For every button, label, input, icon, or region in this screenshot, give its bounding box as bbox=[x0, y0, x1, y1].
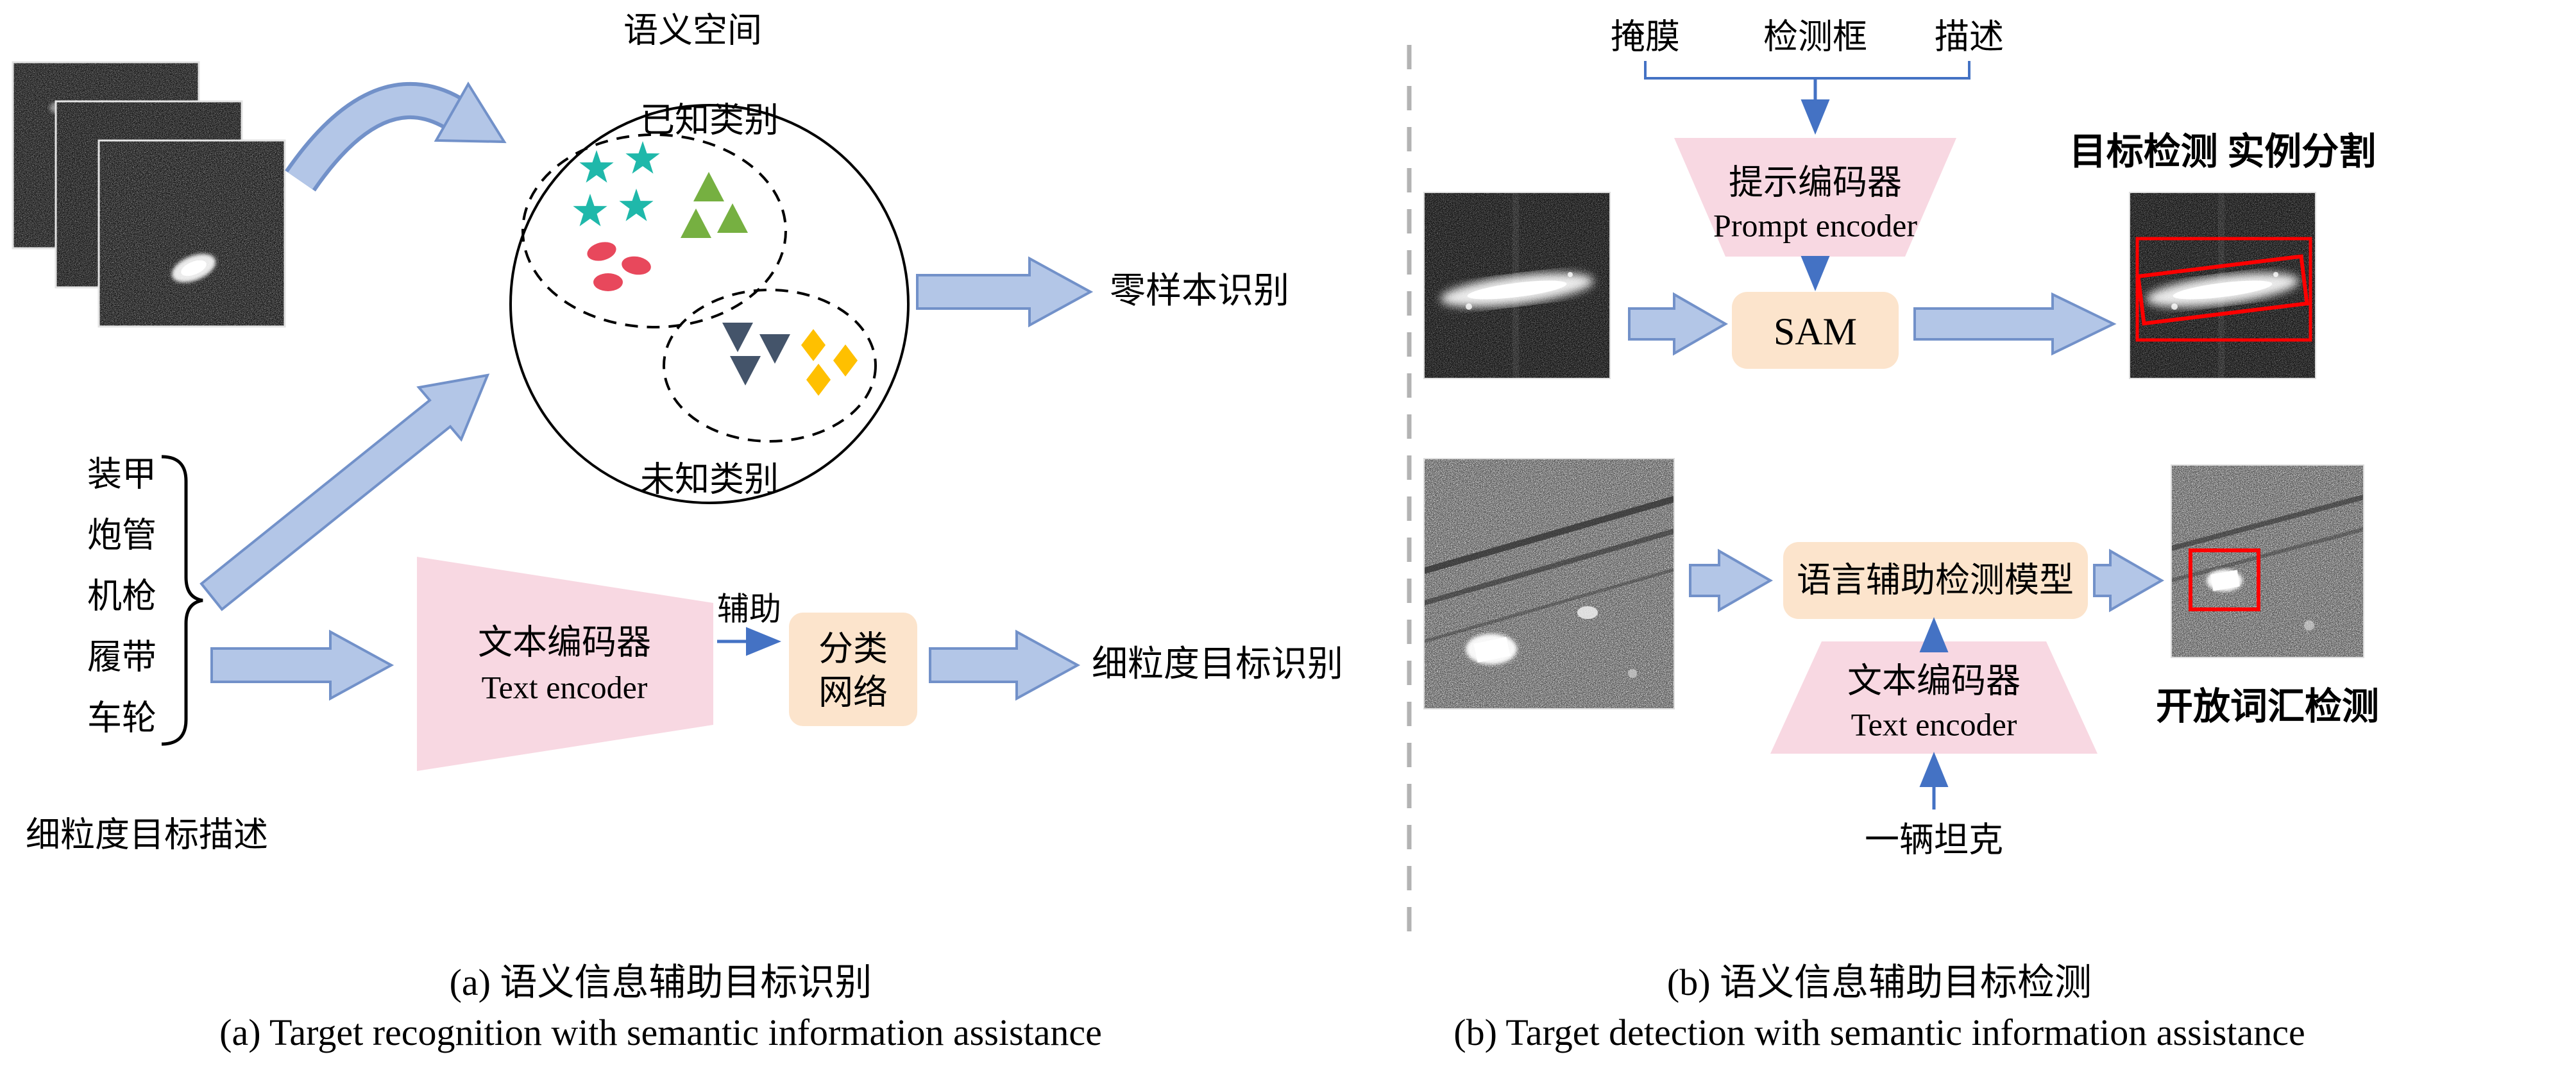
sar-image-ship-border bbox=[1423, 192, 1611, 379]
sar-image-stack bbox=[12, 61, 286, 328]
result-image-open-vocab-border bbox=[2171, 464, 2364, 658]
prompt-encoder-label-en: Prompt encoder bbox=[1713, 207, 1917, 244]
keyword-item: 履带 bbox=[87, 638, 157, 677]
prompt-encoder-shape bbox=[1674, 138, 1956, 257]
arrow-keywords-to-encoder bbox=[210, 629, 394, 701]
unknown-class-cluster bbox=[663, 289, 877, 443]
fine-grained-desc-label: 细粒度目标描述 bbox=[26, 815, 268, 854]
caption-a-en: (a) Target recognition with semantic inf… bbox=[219, 1012, 1102, 1054]
language-detector-label: 语言辅助检测模型 bbox=[1797, 561, 2074, 600]
detection-result-title: 目标检测 实例分割 bbox=[2069, 131, 2377, 173]
arrow-detector-to-result bbox=[2093, 548, 2165, 613]
text-encoder-b-label-zh: 文本编码器 bbox=[1847, 661, 2021, 700]
arrow-keywords-to-space bbox=[199, 373, 490, 611]
arrow-sam-to-result bbox=[1913, 292, 2117, 356]
keyword-item: 车轮 bbox=[87, 699, 157, 738]
classifier-label-line2: 网络 bbox=[818, 673, 888, 712]
caption-b-zh: (b) 语义信息辅助目标检测 bbox=[1666, 962, 2092, 1004]
text-encoder-a-shape bbox=[417, 557, 713, 771]
keyword-brace bbox=[161, 455, 203, 746]
classifier-box-shape bbox=[789, 613, 917, 726]
sar-image-tank-scene-border bbox=[1423, 458, 1675, 709]
prompt-inputs-bracket bbox=[1644, 61, 1970, 80]
arrow-classifier-to-result bbox=[929, 629, 1081, 701]
keyword-item: 机枪 bbox=[87, 577, 157, 616]
detection-bounding-box bbox=[2135, 237, 2312, 342]
text-encoder-b-shape bbox=[1770, 641, 2097, 754]
caption-a-zh: (a) 语义信息辅助目标识别 bbox=[449, 962, 872, 1004]
text-encoder-a-label-en: Text encoder bbox=[481, 669, 648, 706]
semantic-space-label: 语义空间 bbox=[623, 11, 762, 50]
zero-shot-label: 零样本识别 bbox=[1110, 271, 1289, 312]
arrow-space-to-zeroshot bbox=[916, 256, 1094, 328]
classifier-label-line1: 分类 bbox=[818, 629, 888, 668]
arrow-ship-to-sam bbox=[1628, 292, 1729, 356]
caption-b-en: (b) Target detection with semantic infor… bbox=[1453, 1012, 2305, 1054]
result-image-open-vocab bbox=[2171, 465, 2364, 657]
fine-grained-result-label: 细粒度目标识别 bbox=[1092, 645, 1343, 685]
known-class-cluster bbox=[521, 133, 787, 328]
sam-box-shape bbox=[1732, 292, 1899, 369]
arrow-tank-to-detector bbox=[1689, 548, 1774, 613]
result-image-detection-border bbox=[2129, 192, 2316, 379]
sar-image-ship bbox=[1424, 192, 1610, 378]
language-detector-box-shape bbox=[1783, 542, 2088, 619]
prompt-input-bbox-label: 检测框 bbox=[1763, 17, 1867, 56]
unknown-class-label: 未知类别 bbox=[640, 460, 779, 499]
keyword-item: 装甲 bbox=[87, 455, 157, 494]
known-class-ellipse-markers bbox=[587, 242, 651, 291]
text-prompt-label: 一辆坦克 bbox=[1865, 820, 2003, 860]
assist-label: 辅助 bbox=[717, 591, 781, 627]
prompt-input-description-label: 描述 bbox=[1935, 17, 2004, 56]
result-image-detection bbox=[2130, 192, 2316, 378]
arrow-images-to-space bbox=[285, 81, 507, 192]
text-encoder-b-label-en: Text encoder bbox=[1851, 706, 2017, 743]
keyword-item: 炮管 bbox=[87, 516, 157, 555]
open-vocab-bounding-box bbox=[2189, 548, 2260, 611]
prompt-input-mask-label: 掩膜 bbox=[1611, 17, 1680, 56]
prompt-encoder-label-zh: 提示编码器 bbox=[1729, 163, 1902, 202]
known-class-label: 已知类别 bbox=[640, 101, 779, 140]
sam-label: SAM bbox=[1773, 310, 1858, 353]
semantic-space-circle bbox=[509, 104, 910, 504]
text-encoder-a-label-zh: 文本编码器 bbox=[478, 623, 651, 662]
open-vocab-label: 开放词汇检测 bbox=[2155, 686, 2380, 728]
instance-segmentation-box bbox=[2136, 254, 2309, 326]
sar-image-tank-scene bbox=[1424, 459, 1674, 709]
